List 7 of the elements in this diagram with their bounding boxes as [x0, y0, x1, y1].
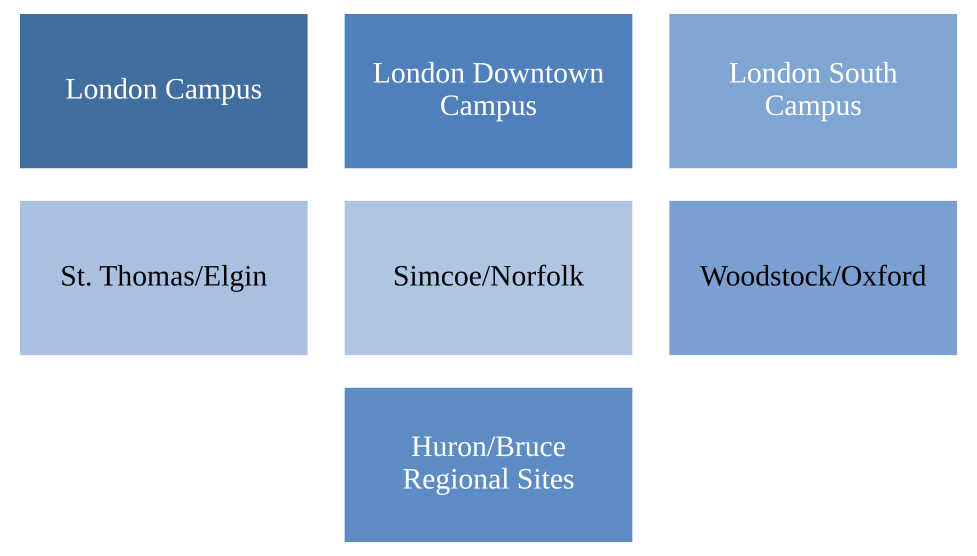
node-box: London South Campus	[669, 14, 958, 168]
node-box: London Downtown Campus	[344, 14, 632, 168]
node-box: London Campus	[20, 14, 308, 168]
node-box: Huron/Bruce Regional Sites	[344, 388, 632, 542]
node-box: St. Thomas/Elgin	[20, 200, 308, 356]
node-box: Woodstock/Oxford	[669, 200, 958, 356]
node-box: Simcoe/Norfolk	[344, 200, 632, 356]
